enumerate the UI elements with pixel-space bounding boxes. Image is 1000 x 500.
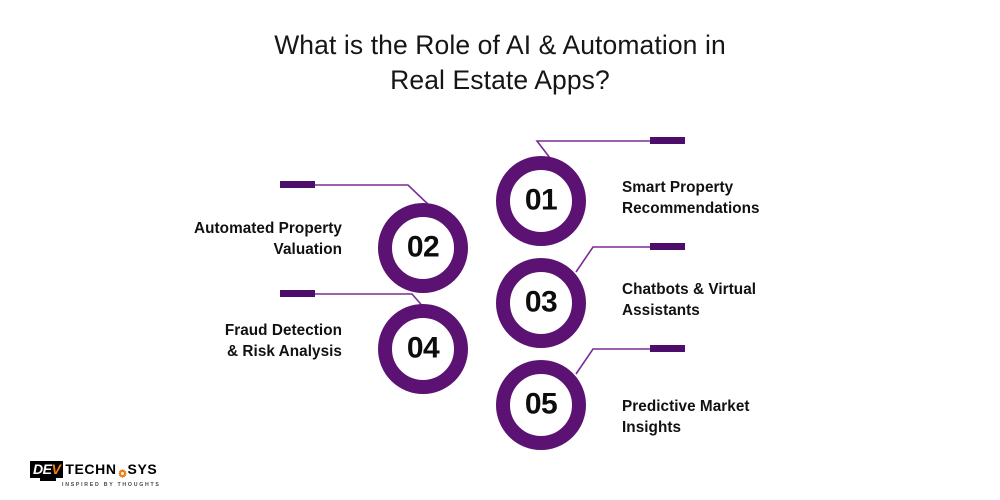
connector-bar-04 — [280, 290, 315, 297]
step-label-03: Chatbots & Virtual Assistants — [622, 279, 882, 321]
page-title-line-2: Real Estate Apps? — [390, 65, 610, 95]
brand-logo-word-part-1: TECHN — [65, 461, 117, 477]
step-circle-03[interactable]: 03 — [496, 258, 586, 348]
connector-bar-02 — [280, 181, 315, 188]
brand-logo-dev-d: D — [33, 461, 43, 477]
brand-logo-dev-e: E — [42, 461, 52, 477]
connector-bar-03 — [650, 243, 685, 250]
brand-logo-dev-v: V — [51, 461, 61, 477]
page-title: What is the Role of AI & Automation in R… — [0, 28, 1000, 98]
gear-icon — [117, 465, 127, 478]
step-circle-01[interactable]: 01 — [496, 156, 586, 246]
step-label-04-line-1: Fraud Detection — [224, 322, 342, 339]
step-number-02: 02 — [406, 230, 440, 264]
brand-logo-monitor-stand — [40, 478, 56, 481]
connector-bar-05 — [650, 345, 685, 352]
step-number-03: 03 — [524, 285, 558, 319]
step-number-05: 05 — [524, 387, 558, 421]
connector-bar-01 — [650, 137, 685, 144]
step-label-03-line-1: Chatbots & Virtual — [622, 281, 757, 298]
brand-logo-wordmark: TECHN SYS — [63, 461, 157, 478]
step-label-05-line-1: Predictive Market — [622, 398, 750, 415]
step-label-04: Fraud Detection & Risk Analysis — [100, 320, 342, 362]
page-title-line-1: What is the Role of AI & Automation in — [274, 30, 726, 60]
brand-logo-word-part-2: SYS — [127, 461, 158, 477]
step-label-05-line-2: Insights — [622, 419, 682, 436]
connector-01 — [535, 137, 685, 159]
step-label-02-line-2: Valuation — [273, 241, 342, 258]
connector-05 — [575, 345, 685, 375]
step-label-04-line-2: & Risk Analysis — [227, 343, 342, 360]
step-number-04: 04 — [406, 331, 440, 365]
brand-logo-tagline: INSPIRED BY THOUGHTS — [62, 482, 161, 488]
step-label-01: Smart Property Recommendations — [622, 177, 882, 219]
step-circle-05[interactable]: 05 — [496, 360, 586, 450]
step-label-02-line-1: Automated Property — [194, 220, 342, 237]
step-circle-04[interactable]: 04 — [378, 304, 468, 394]
step-label-03-line-2: Assistants — [622, 302, 700, 319]
step-circle-02[interactable]: 02 — [378, 203, 468, 293]
connector-03 — [575, 243, 685, 273]
step-label-05: Predictive Market Insights — [622, 396, 882, 438]
step-label-01-line-1: Smart Property — [622, 179, 734, 196]
step-label-01-line-2: Recommendations — [622, 200, 760, 217]
step-label-02: Automated Property Valuation — [100, 218, 342, 260]
step-number-01: 01 — [524, 183, 558, 217]
